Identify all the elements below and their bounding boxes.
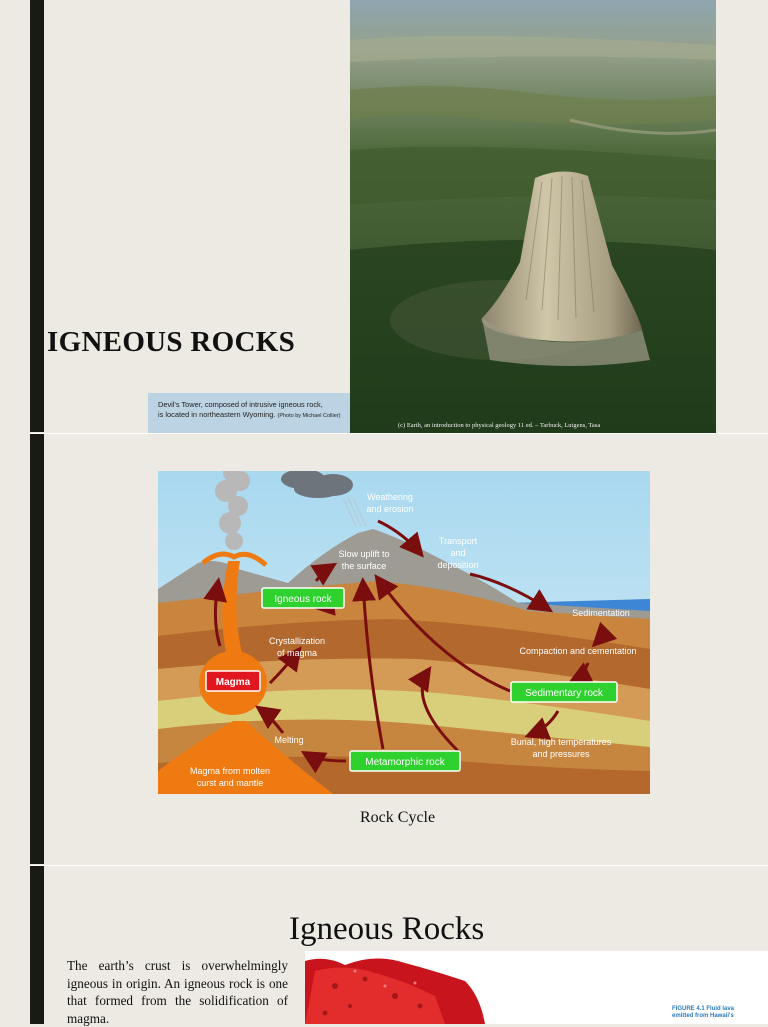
- copyright-note: (c) Earth, an introduction to physical g…: [398, 422, 601, 429]
- label-magma: Magma: [216, 677, 251, 688]
- label-igneous-rock: Igneous rock: [274, 594, 332, 605]
- figure-caption-line: FIGURE 4.1 Fluid lava: [672, 1006, 735, 1012]
- label-uplift: the surface: [342, 561, 387, 571]
- metamorphic-rock-box: [349, 750, 461, 772]
- label-weathering: Weathering: [367, 492, 413, 502]
- figure-caption: FIGURE 4.1 Fluid lava emitted from Hawai…: [672, 1006, 734, 1020]
- figure-caption-line: emitted from Hawaii's: [672, 1013, 734, 1019]
- devils-tower-photo: [350, 0, 716, 433]
- label-burial: and pressures: [532, 749, 590, 759]
- photo-caption-box: Devil's Tower, composed of intrusive ign…: [148, 393, 350, 433]
- photo-credit: (Photo by Michael Collier): [277, 412, 341, 419]
- label-weathering: and erosion: [366, 504, 413, 514]
- caption-line: is located in northeastern Wyoming. (Pho…: [158, 410, 350, 420]
- slide-separator: [30, 433, 768, 434]
- magma-box: [205, 670, 261, 692]
- igneous-rock-box: [261, 587, 345, 609]
- label-crystallization: Crystallization: [269, 636, 325, 646]
- label-metamorphic-rock: Metamorphic rock: [365, 757, 445, 768]
- label-melting: Melting: [274, 735, 303, 745]
- slide2-side-bar: [30, 434, 44, 864]
- rock-cycle-diagram: Weathering and erosion Transport and dep…: [158, 471, 650, 794]
- sedimentary-rock-box: [510, 681, 618, 703]
- rock-cycle-arrow: [524, 710, 560, 740]
- label-magma-source: Magma from molten: [190, 766, 270, 776]
- slide-separator: [30, 865, 768, 866]
- slide3-side-bar: [30, 866, 44, 1024]
- label-burial: Burial, high temperatures: [511, 737, 612, 747]
- label-transport: and: [450, 548, 465, 558]
- rock-cycle-caption: Rock Cycle: [360, 809, 436, 826]
- label-magma-source: curst and mantle: [197, 778, 264, 788]
- label-uplift: Slow uplift to: [338, 549, 389, 559]
- label-crystallization: of magma: [277, 648, 317, 658]
- label-sedimentation: Sedimentation: [572, 608, 630, 618]
- slide1-side-bar: [30, 0, 44, 432]
- label-transport: Transport: [439, 536, 478, 546]
- caption-line: Devil's Tower, composed of intrusive ign…: [158, 400, 323, 409]
- slide3-body-text: The earth’s crust is overwhelmingly igne…: [67, 958, 288, 1026]
- label-sedimentary-rock: Sedimentary rock: [525, 688, 604, 699]
- label-transport: deposition: [437, 560, 478, 570]
- label-compaction: Compaction and cementation: [519, 646, 636, 656]
- lava-photo: [305, 951, 768, 1024]
- slide1-title: IGNEOUS ROCKS: [47, 326, 296, 358]
- caption-location: is located in northeastern Wyoming.: [158, 409, 276, 419]
- slide3-title: Igneous Rocks: [289, 911, 485, 947]
